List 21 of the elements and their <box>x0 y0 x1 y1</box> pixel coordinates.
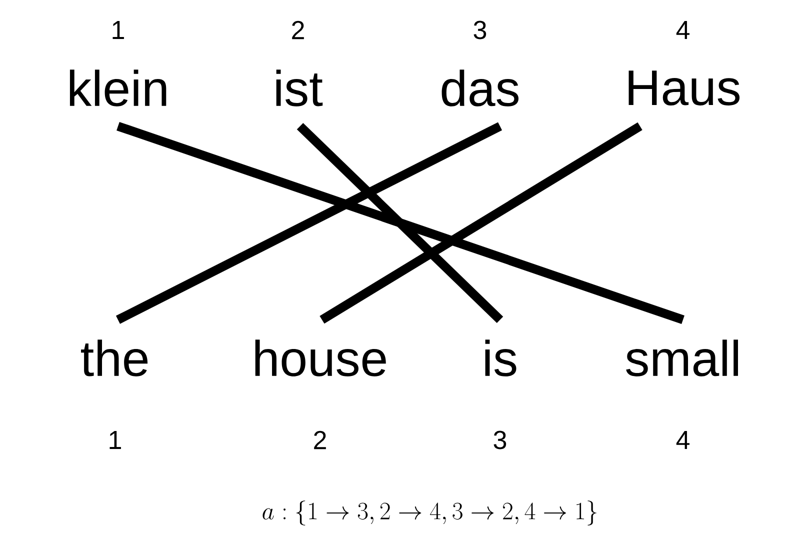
word-index: 3 <box>474 20 486 40</box>
word-index: 4 <box>676 21 690 39</box>
formula: $a : \{1 \rightarrow 3, 2 \rightarrow 4, 3 \rightarrow 2, 4 \rightarrow 1\}$ <box>262 500 596 526</box>
word: the <box>81 340 148 376</box>
word: das <box>442 70 518 106</box>
word: small <box>626 340 738 376</box>
word: house <box>255 340 386 376</box>
word-index: 4 <box>676 431 690 449</box>
alignment-line <box>320 122 642 324</box>
word: is <box>485 340 516 376</box>
word: klein <box>70 70 166 106</box>
alignment-line <box>116 122 684 324</box>
word-index: 2 <box>292 20 304 40</box>
alignment-line <box>116 122 502 324</box>
word-index: 2 <box>314 430 326 450</box>
word-index: 1 <box>112 21 124 39</box>
word-index: 1 <box>110 431 121 449</box>
word: ist <box>276 70 323 106</box>
alignment-line <box>296 122 504 324</box>
word: Haus <box>628 70 740 106</box>
word-index: 3 <box>494 430 506 450</box>
